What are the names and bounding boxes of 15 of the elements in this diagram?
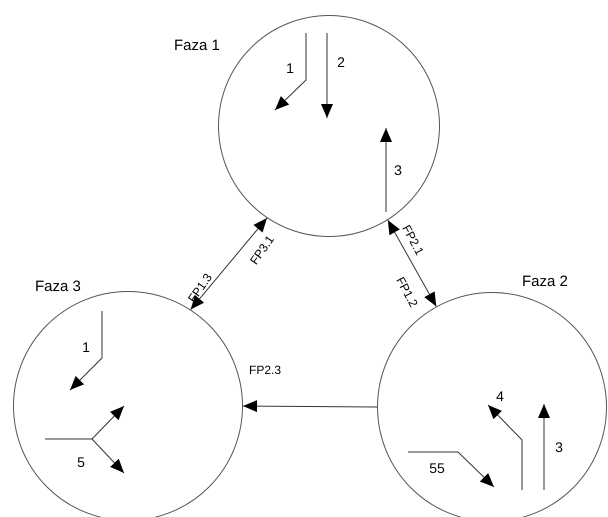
arrow [242,400,378,412]
arrow-number: 1 [82,340,90,354]
phase-heading: Faza 1 [174,38,220,53]
arrow-number: 1 [286,61,294,75]
phase-heading: Faza 2 [522,274,568,289]
arrow-number: 4 [496,389,504,403]
arrow [387,220,437,307]
arrow-number: 55 [429,461,445,475]
arrow-number: 2 [337,55,345,69]
arrow-number: 5 [77,455,85,469]
edge-label: FP2.3 [248,364,282,376]
arrow [190,218,268,310]
arrow-number: 3 [555,440,563,454]
phase-heading: Faza 3 [35,279,81,294]
arrow-number: 3 [394,163,402,177]
